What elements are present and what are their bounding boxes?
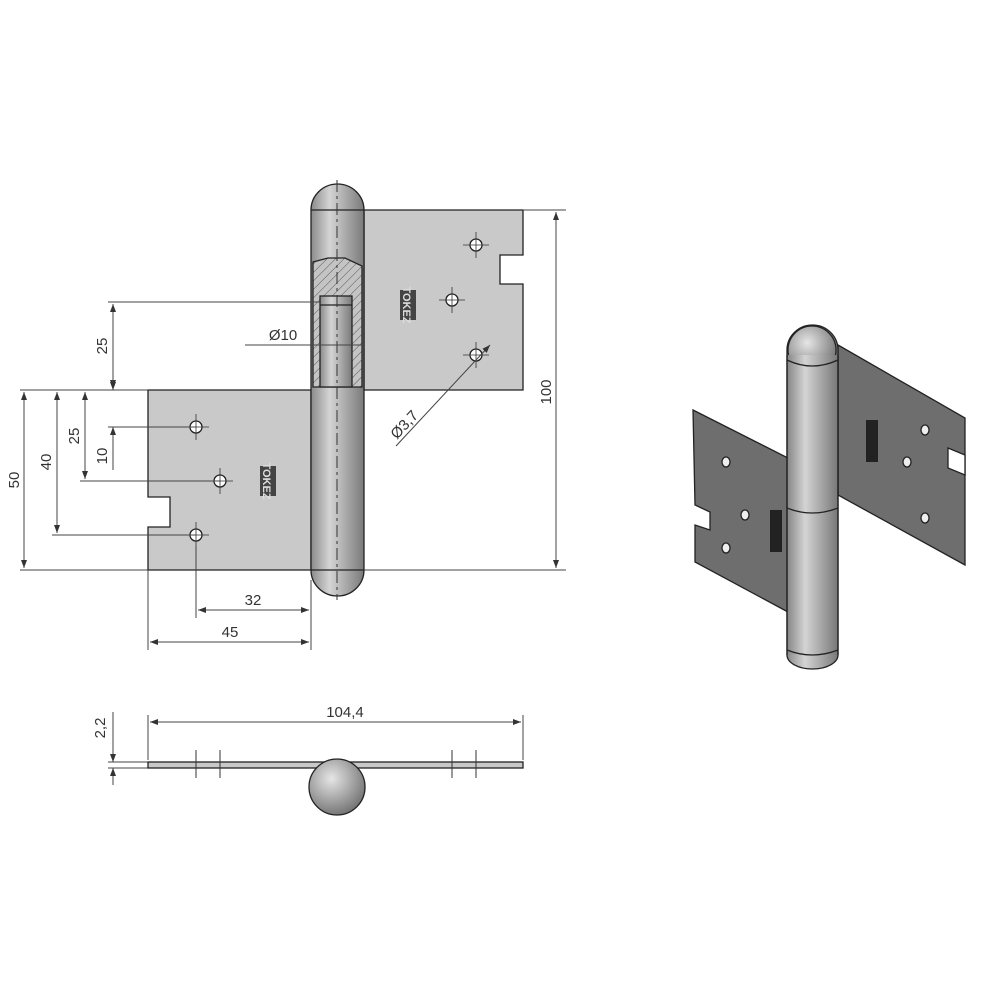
dimension-lines xyxy=(20,209,566,785)
logo-lower: TOKEZ xyxy=(260,462,276,500)
iso-right-notch xyxy=(947,447,966,476)
iso-logo-lower xyxy=(770,510,782,552)
dim-100: 100 xyxy=(538,379,555,404)
iso-logo-upper xyxy=(866,420,878,462)
dim-104-4: 104,4 xyxy=(326,704,364,721)
dim-45: 45 xyxy=(222,624,239,641)
dim-hole-diameter: Ø3,7 xyxy=(387,407,422,442)
dim-pin-diameter: Ø10 xyxy=(269,327,297,344)
isometric-view xyxy=(692,324,966,670)
iso-right-leaf xyxy=(837,343,966,567)
dim-10: 10 xyxy=(94,448,111,465)
iso-holes xyxy=(721,424,930,554)
svg-text:TOKEZ: TOKEZ xyxy=(260,462,272,499)
dim-50: 50 xyxy=(6,472,23,489)
svg-text:TOKEZ: TOKEZ xyxy=(400,286,412,323)
lower-leaf xyxy=(147,389,312,571)
dim-40: 40 xyxy=(38,454,55,471)
top-view-pin xyxy=(308,758,366,816)
hole-marks xyxy=(195,750,477,778)
logo-upper: TOKEZ xyxy=(400,286,416,324)
front-view: TOKEZ TOKEZ xyxy=(147,180,524,600)
iso-pin-body xyxy=(788,355,837,655)
dim-2-2: 2,2 xyxy=(92,718,109,739)
dim-25-upper: 25 xyxy=(94,338,111,355)
dim-25-lower: 25 xyxy=(66,428,83,445)
dim-32: 32 xyxy=(245,592,262,609)
inner-pin xyxy=(319,295,353,388)
top-view xyxy=(147,750,524,816)
